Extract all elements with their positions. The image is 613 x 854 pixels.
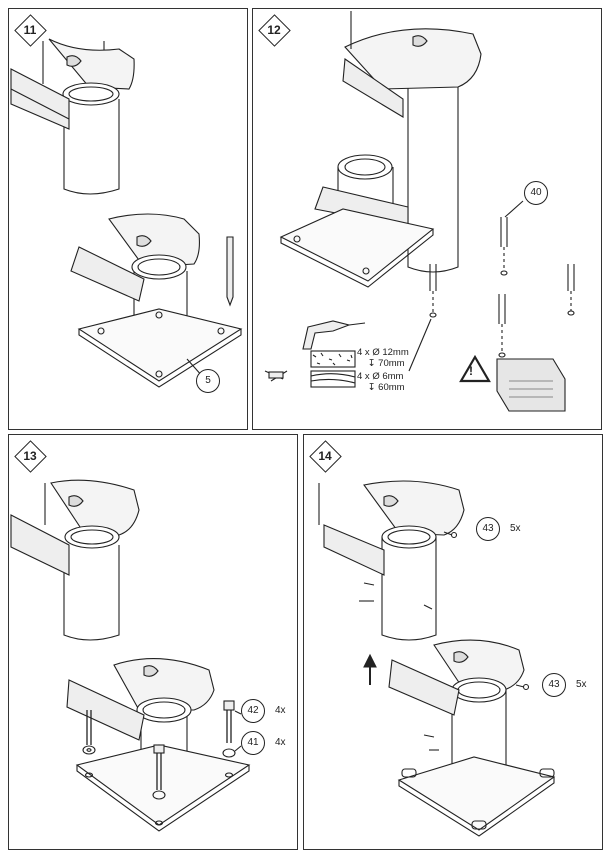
step-12-illustration bbox=[264, 11, 575, 412]
part-quantity: 5x bbox=[510, 523, 521, 534]
spec-qty: 4 x bbox=[357, 371, 370, 382]
warning-triangle-icon: ! bbox=[469, 364, 473, 378]
diameter-symbol: Ø bbox=[372, 371, 380, 382]
spec-depth: 70mm bbox=[378, 358, 405, 369]
step-number: 11 bbox=[23, 23, 37, 37]
spec-diameter: 12mm bbox=[382, 347, 409, 358]
drill-spec-6mm: 4 x Ø 6mm ↧ 60mm bbox=[357, 371, 405, 393]
spec-diameter: 6mm bbox=[382, 371, 404, 382]
part-callout-42: 42 bbox=[241, 699, 265, 723]
part-quantity: 5x bbox=[576, 679, 587, 690]
part-quantity: 4x bbox=[275, 705, 286, 716]
part-callout-41: 41 bbox=[241, 731, 265, 755]
step-11-illustration bbox=[10, 38, 243, 388]
step-number: 12 bbox=[267, 23, 281, 37]
part-callout-43: 43 bbox=[476, 517, 500, 541]
spec-depth: 60mm bbox=[378, 382, 405, 393]
step-14-panel: 14 43 5x 43 5x bbox=[303, 434, 603, 850]
step-number-badge: 13 bbox=[14, 440, 47, 473]
part-callout-40: 40 bbox=[524, 181, 548, 205]
step-13-illustration bbox=[10, 479, 251, 832]
step-number-badge: 11 bbox=[14, 14, 47, 47]
step-13-panel: 13 42 4x 41 4x bbox=[8, 434, 298, 850]
step-number-badge: 14 bbox=[309, 440, 342, 473]
step-14-illustration bbox=[318, 480, 556, 837]
part-quantity: 4x bbox=[275, 737, 286, 748]
part-callout-5: 5 bbox=[196, 369, 220, 393]
part-callout-43: 43 bbox=[542, 673, 566, 697]
step-number: 14 bbox=[318, 449, 332, 463]
diameter-symbol: Ø bbox=[372, 347, 380, 358]
step-number: 13 bbox=[23, 449, 37, 463]
drill-spec-12mm: 4 x Ø 12mm ↧ 70mm bbox=[357, 347, 409, 369]
spec-qty: 4 x bbox=[357, 347, 370, 358]
step-number-badge: 12 bbox=[258, 14, 291, 47]
depth-symbol: ↧ bbox=[367, 358, 376, 369]
step-11-panel: 11 5 bbox=[8, 8, 248, 430]
anchor-group bbox=[429, 217, 575, 358]
step-12-panel: 12 40 4 x Ø 12mm ↧ 70mm 4 x Ø 6mm ↧ 60mm… bbox=[252, 8, 602, 430]
depth-symbol: ↧ bbox=[367, 382, 376, 393]
